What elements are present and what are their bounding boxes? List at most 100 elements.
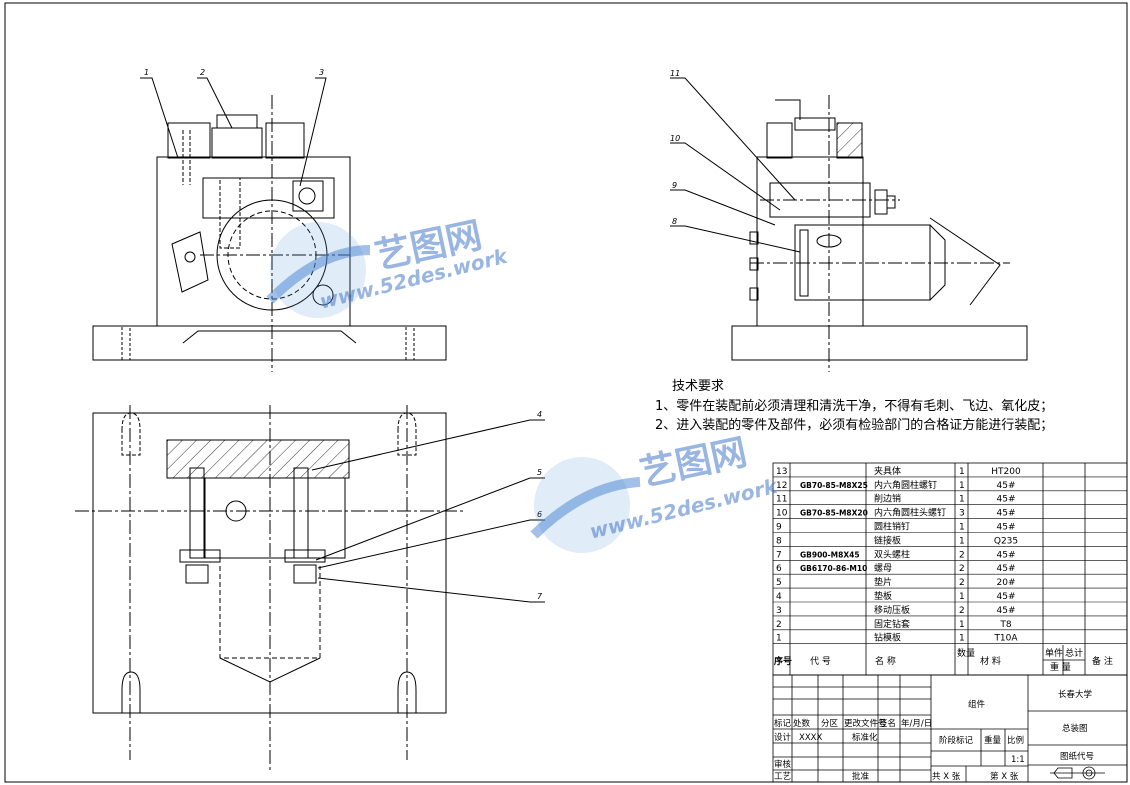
- tb-scale: 1:1: [1011, 755, 1025, 765]
- watermark-globe-icon: [266, 222, 641, 553]
- bom-header-code: 代 号: [810, 656, 831, 667]
- tb-designer: XXXX: [799, 733, 822, 743]
- bom-cell-code: GB70-85-M8X25: [800, 481, 868, 490]
- tb-process: 工艺: [774, 772, 791, 782]
- tb-sheet-no: 第 X 张: [990, 771, 1019, 782]
- bom-header-no: 序号: [774, 655, 792, 667]
- tb-count: 处数: [793, 718, 811, 729]
- bom-cell-material: 45#: [997, 550, 1016, 560]
- bom-cell-qty: 1: [959, 495, 965, 505]
- bom-header-qty: 数量: [957, 647, 975, 659]
- bom-cell-name: 移动压板: [874, 604, 910, 616]
- callout-6: 6: [537, 510, 542, 519]
- bom-cell-no: 4: [776, 592, 782, 602]
- bom-cell-material: 45#: [997, 495, 1016, 505]
- bom-cell-name: 削边销: [874, 493, 901, 505]
- bom-cell-material: T10A: [993, 634, 1018, 644]
- bom-cell-material: 45#: [997, 509, 1016, 519]
- callout-4: 4: [537, 410, 542, 419]
- tb-check: 审核: [774, 759, 792, 770]
- bom-cell-qty: 2: [959, 578, 965, 588]
- side-view: [670, 77, 1028, 372]
- bom-cell-no: 8: [776, 536, 782, 546]
- tb-standard: 标准化: [852, 732, 878, 743]
- bom-cell-qty: 3: [959, 509, 965, 519]
- bom-cell-qty: 1: [959, 523, 965, 533]
- tb-change-doc: 更改文件号: [844, 718, 887, 729]
- tb-school: 长春大学: [1058, 689, 1093, 700]
- title-block: [772, 674, 1128, 783]
- bom-cell-code: GB900-M8X45: [800, 550, 860, 559]
- callout-2: 2: [200, 68, 205, 77]
- bom-cell-qty: 2: [959, 550, 965, 560]
- bom-cell-name: 链接板: [874, 534, 901, 546]
- bom-cell-material: 45#: [997, 523, 1016, 533]
- tb-weight: 重量: [984, 735, 1002, 746]
- bom-cell-name: 垫片: [874, 576, 892, 588]
- bom-cell-code: GB6170-86-M10: [800, 564, 867, 573]
- tb-date: 年/月/日: [901, 718, 932, 729]
- bom-cell-material: T8: [999, 620, 1011, 630]
- bom-cell-no: 10: [776, 509, 788, 519]
- callout-11: 11: [670, 69, 680, 78]
- bom-cell-no: 13: [776, 467, 787, 477]
- callout-10: 10: [670, 134, 680, 143]
- bom-header-total: 总计: [1065, 647, 1083, 659]
- bom-header-remark: 备 注: [1092, 655, 1113, 667]
- tb-drawing-no: 图纸代号: [1060, 751, 1094, 762]
- bom-cell-no: 3: [776, 606, 782, 616]
- bom-cell-qty: 1: [959, 536, 965, 546]
- bom-cell-no: 7: [776, 550, 782, 560]
- tb-scale-label: 比例: [1007, 735, 1024, 746]
- tb-assembly: 组件: [968, 699, 986, 710]
- tb-stage: 阶段标记: [939, 735, 974, 746]
- bom-cell-code: GB70-85-M8X20: [800, 509, 868, 518]
- bom-cell-no: 2: [776, 620, 782, 630]
- bom-cell-material: 45#: [997, 564, 1016, 574]
- bom-cell-no: 12: [776, 481, 787, 491]
- callout-1: 1: [144, 68, 149, 77]
- bom-cell-qty: 1: [959, 467, 965, 477]
- tb-design: 设计: [774, 732, 792, 743]
- bom-cell-name: 圆柱销钉: [874, 521, 910, 533]
- callout-9: 9: [672, 181, 677, 190]
- bom-cell-qty: 2: [959, 606, 965, 616]
- bom-header-weight: 重 量: [1050, 661, 1071, 673]
- bom-cell-qty: 1: [959, 620, 965, 630]
- bom-cell-qty: 2: [959, 564, 965, 574]
- tech-req-item-1: 1、零件在装配前必须清理和清洗干净，不得有毛刺、飞边、氧化皮；: [655, 399, 1054, 414]
- bom-cell-name: 内六角圆柱螺钉: [874, 479, 937, 491]
- front-view: [92, 77, 447, 372]
- bom-cell-name: 双头螺柱: [874, 548, 910, 560]
- callout-5: 5: [537, 468, 542, 477]
- bom-cell-no: 11: [776, 495, 787, 505]
- tb-sheets-total: 共 X 张: [932, 772, 961, 782]
- bom-cell-qty: 1: [959, 634, 965, 644]
- bom-header-name: 名 称: [875, 655, 896, 667]
- bom-cell-name: 固定钻套: [874, 618, 910, 630]
- tb-zone: 分区: [821, 719, 839, 729]
- tb-approve: 批准: [852, 771, 870, 782]
- tech-req-item-2: 2、进入装配的零件及部件，必须有检验部门的合格证方能进行装配；: [655, 418, 1054, 433]
- bom-cell-name: 夹具体: [874, 465, 901, 477]
- bom-cell-material: 20#: [997, 578, 1016, 588]
- bom-cell-material: HT200: [991, 467, 1021, 477]
- bom-cell-no: 6: [776, 564, 782, 574]
- bom-cell-name: 垫板: [874, 590, 892, 602]
- bom-cell-name: 内六角圆柱头螺钉: [874, 507, 946, 519]
- bom-cell-material: Q235: [994, 536, 1018, 546]
- callout-7: 7: [537, 592, 543, 601]
- bom-cell-no: 1: [776, 634, 782, 644]
- tb-mark: 标记: [774, 718, 792, 729]
- bom-cell-no: 5: [776, 578, 782, 588]
- bom-cell-name: 钻模板: [874, 632, 901, 644]
- bom-header-single: 单件: [1045, 647, 1063, 659]
- tech-req-heading: 技术要求: [672, 379, 725, 394]
- bom-cell-qty: 1: [959, 481, 965, 491]
- bom-cell-no: 9: [776, 523, 782, 533]
- callout-8: 8: [672, 217, 677, 226]
- bom-cell-material: 45#: [997, 592, 1016, 602]
- bom-header-material: 材 料: [980, 655, 1001, 667]
- bom-cell-qty: 1: [959, 592, 965, 602]
